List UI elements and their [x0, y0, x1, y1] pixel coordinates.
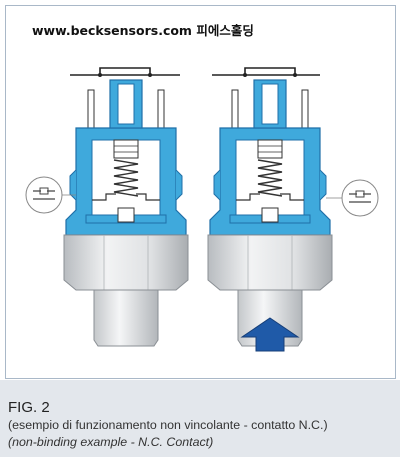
pressure-switch-right — [207, 79, 333, 347]
watermark-text: www.becksensors.com 피에스홀딩 — [32, 23, 254, 38]
figure-title: FIG. 2 — [8, 399, 50, 416]
contact-magnifier-icon — [326, 179, 379, 217]
pressure-switch-left — [63, 79, 189, 347]
caption-english: (non-binding example - N.C. Contact) — [8, 435, 214, 449]
caption-italian: (esempio di funzionamento non vincolante… — [8, 418, 328, 432]
switch-left-contact-bar — [70, 67, 180, 77]
pressure-switch-diagram — [25, 67, 379, 352]
caption-area — [0, 380, 400, 457]
arrow-up-icon — [240, 317, 300, 352]
contact-magnifier-icon — [25, 176, 76, 214]
switch-right-contact-bar — [212, 67, 320, 77]
